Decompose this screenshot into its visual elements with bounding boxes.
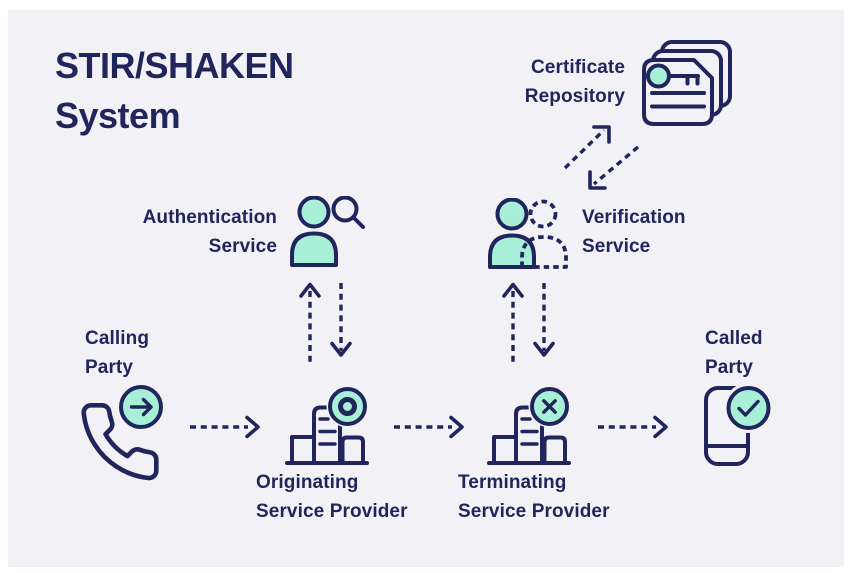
building-record-badge-icon bbox=[285, 385, 369, 465]
arrow-terminating-to-verification bbox=[502, 282, 555, 363]
smartphone-check-icon bbox=[704, 383, 774, 466]
verification-service-label: Verification Service bbox=[582, 207, 686, 257]
certificate-stack-icon bbox=[642, 40, 732, 126]
arrow-calling-to-originating bbox=[190, 415, 260, 439]
certificate-repository-label: Certificate Repository bbox=[524, 57, 625, 107]
called-party-label: Called Party bbox=[705, 328, 763, 378]
building-x-badge-icon bbox=[487, 385, 571, 465]
calling-party-label: Calling Party bbox=[85, 328, 150, 378]
page-title: STIR/SHAKEN System bbox=[55, 41, 294, 141]
originating-service-provider-label: Originating Service Provider bbox=[256, 472, 408, 522]
title-line-2: System bbox=[55, 95, 181, 136]
authentication-service-label: Authentication Service bbox=[142, 207, 277, 257]
arrow-verification-to-repository bbox=[563, 125, 640, 190]
arrow-originating-to-authentication bbox=[299, 282, 352, 363]
phone-handset-arrow-icon bbox=[81, 382, 166, 481]
person-magnifier-icon bbox=[290, 196, 365, 267]
terminating-service-provider-label: Terminating Service Provider bbox=[458, 472, 610, 522]
arrow-terminating-to-called bbox=[598, 415, 668, 439]
person-pair-icon bbox=[488, 198, 568, 269]
title-line-1: STIR/SHAKEN bbox=[55, 45, 294, 86]
arrow-originating-to-terminating bbox=[394, 415, 464, 439]
